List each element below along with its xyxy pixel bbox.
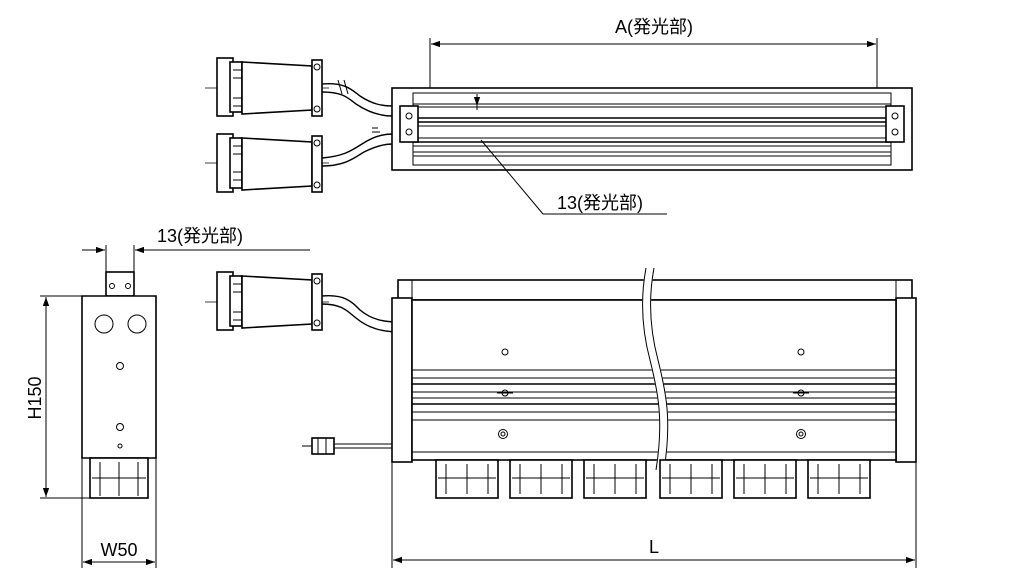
dimension-a-label: A(発光部)	[615, 17, 693, 37]
bottom-connectors	[435, 459, 871, 499]
front-top-rail	[397, 279, 913, 301]
length-dimension: L	[391, 462, 917, 568]
width-dimension: W50	[81, 458, 157, 568]
front-view: L	[205, 267, 917, 568]
top-bar-body	[391, 87, 913, 171]
end-view: 13(発光部) H150 W50	[25, 226, 310, 568]
top-connector-upper	[205, 57, 393, 117]
front-body	[411, 299, 897, 461]
width-label: W50	[100, 540, 137, 560]
length-label: L	[649, 537, 659, 557]
front-connector	[205, 271, 401, 333]
top-connector-lower	[205, 127, 393, 193]
side-emitter-label: 13(発光部)	[157, 226, 243, 246]
dimension-a: A(発光部)	[429, 17, 878, 88]
front-small-connector	[302, 437, 400, 455]
top-emitter-leader: 13(発光部)	[480, 139, 667, 215]
side-emitter-dimension: 13(発光部)	[82, 226, 310, 272]
top-view: A(発光部)	[205, 17, 913, 215]
height-label: H150	[25, 376, 45, 419]
height-dimension: H150	[25, 295, 90, 499]
top-emitter-label: 13(発光部)	[557, 193, 643, 213]
